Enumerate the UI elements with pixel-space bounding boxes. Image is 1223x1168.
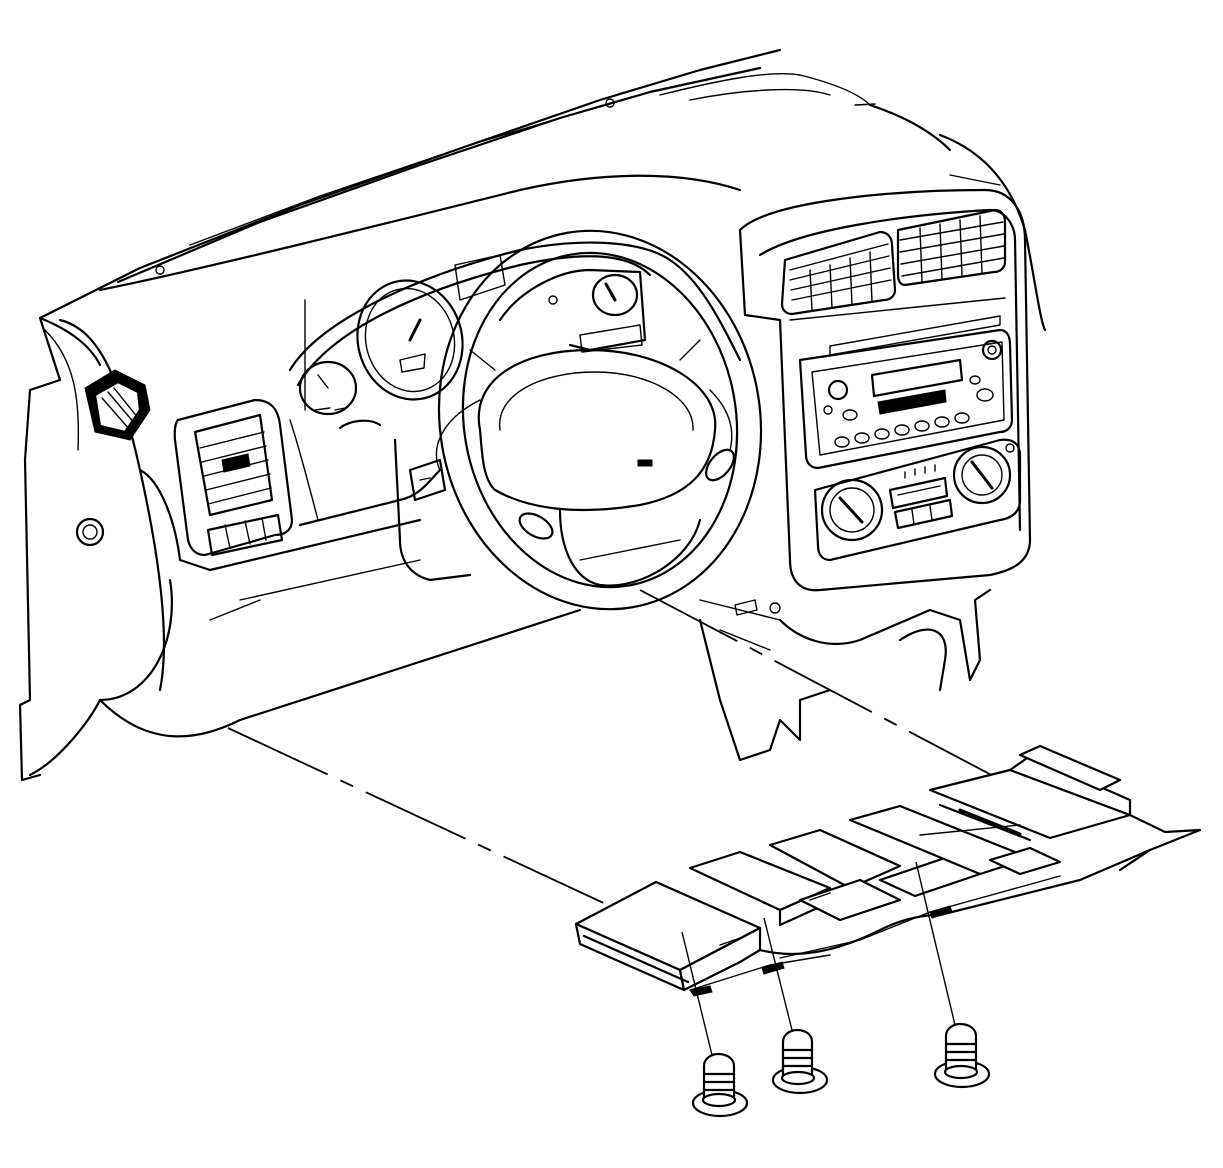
left-air-vent bbox=[173, 398, 294, 557]
lower-bracket bbox=[698, 588, 992, 762]
retainer-leader-lines bbox=[681, 861, 956, 1056]
hvac-control bbox=[813, 438, 1022, 562]
alignment-lines bbox=[227, 589, 1021, 921]
left-end-panel bbox=[18, 316, 166, 782]
push-pin-retainer bbox=[691, 1052, 749, 1118]
push-pin-retainer bbox=[771, 1028, 829, 1095]
center-stack bbox=[738, 188, 1032, 592]
steering-wheel bbox=[435, 229, 763, 611]
lower-trim-panel bbox=[574, 744, 1202, 997]
dash-top-edge bbox=[38, 48, 876, 320]
steering-column bbox=[393, 438, 472, 582]
dash-body bbox=[28, 103, 1047, 777]
push-pin-retainer bbox=[933, 1022, 991, 1089]
radio bbox=[798, 315, 1014, 470]
